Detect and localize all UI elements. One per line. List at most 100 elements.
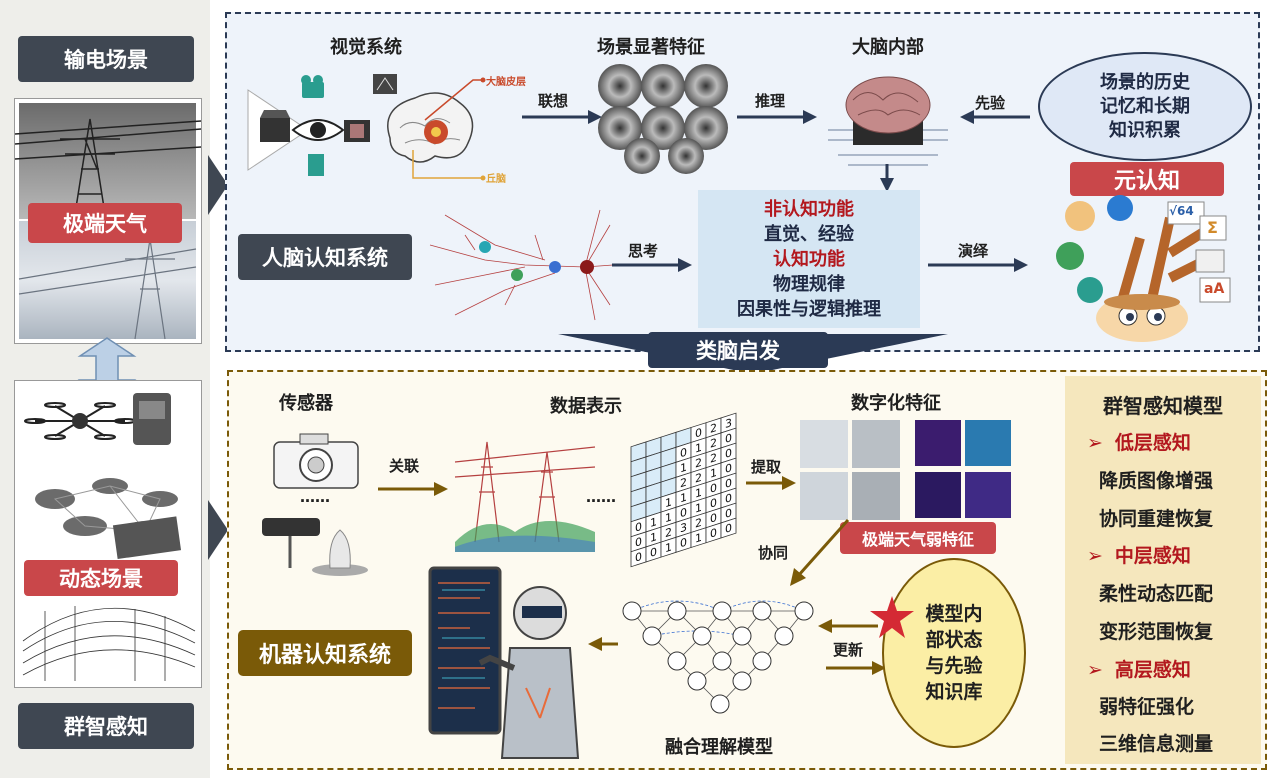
point-cloud-icon: [454, 441, 596, 552]
letters-icon: aA: [1204, 281, 1225, 297]
mid-level-item-1: 柔性动态匹配: [1099, 583, 1214, 605]
matrix-value: 0: [710, 496, 717, 511]
extract-label: 提取: [751, 458, 782, 476]
matrix-value: 1: [665, 495, 672, 510]
model-line-3: 与先验: [925, 655, 983, 677]
brain-inside-title: 大脑内部: [852, 37, 924, 58]
camera-icon: [273, 433, 359, 489]
non-cognitive-function: 非认知功能: [764, 198, 854, 220]
triangle-icon: ➢: [1087, 432, 1103, 454]
film-strip-icon: [344, 120, 370, 142]
sigma-icon: Σ: [1207, 218, 1218, 237]
fusion-model-title: 融合理解模型: [665, 737, 773, 758]
matrix-value: 1: [680, 461, 687, 476]
vision-system-title: 视觉系统: [330, 37, 402, 58]
low-level-label: 低层感知: [1114, 432, 1191, 454]
model-bubble: 模型内 部状态 与先验 知识库: [882, 558, 1026, 748]
cognitive-function: 认知功能: [773, 248, 845, 270]
data-repr-title: 数据表示: [550, 396, 622, 417]
matrix-value: 3: [725, 416, 732, 431]
assoc-arrow: [522, 110, 602, 124]
assoc-label: 联想: [538, 92, 569, 110]
matrix-value: 0: [635, 550, 642, 565]
matrix-value: 0: [725, 491, 732, 506]
feature-maps: [800, 420, 1015, 520]
matrix-value: 0: [725, 521, 732, 536]
matrix-value: 0: [635, 535, 642, 550]
prior-label: 先验: [975, 94, 1006, 112]
physical-laws: 物理规律: [773, 273, 845, 295]
deduce-label: 演绎: [958, 242, 989, 260]
crowd-model-panel: 群智感知模型 ➢低层感知 降质图像增强 协同重建恢复 ➢中层感知 柔性动态匹配 …: [1065, 376, 1261, 764]
meta-cognition-label: 元认知: [1070, 162, 1224, 196]
robot-illustration: [428, 566, 580, 759]
matrix-value: 0: [680, 536, 687, 551]
think-arrow: [612, 258, 692, 272]
mid-level-heading: ➢ 中层感知: [1065, 541, 1278, 568]
deduce-arrow: [928, 258, 1028, 272]
pylon-icon: [14, 118, 202, 215]
cortex-label: 大脑皮层: [486, 77, 526, 88]
matrix-value: 0: [725, 476, 732, 491]
chevron-right-icon: [208, 155, 228, 215]
matrix-value: 1: [680, 491, 687, 506]
fusion-graph: [622, 600, 814, 714]
model-line-1: 模型内: [925, 603, 983, 625]
collab-arrow: [790, 519, 850, 586]
sqrt-icon: √64: [1169, 204, 1194, 218]
data-ellipsis: ……: [586, 488, 616, 506]
matrix-cell: [720, 517, 737, 539]
matrix-value: 2: [710, 436, 717, 451]
mid-level-label: 中层感知: [1114, 545, 1191, 567]
prior-arrow: [960, 110, 1030, 124]
extreme-weather-label: 极端天气: [28, 203, 182, 243]
memory-line-1: 场景的历史: [1100, 71, 1190, 93]
neuron-icon: [429, 209, 614, 321]
matrix-value: 0: [680, 506, 687, 521]
low-level-item-1: 降质图像增强: [1099, 470, 1214, 492]
chevron-right-icon: [208, 500, 228, 560]
matrix-value: 2: [710, 451, 717, 466]
model-line-4: 知识库: [925, 681, 983, 703]
memory-line-3: 知识积累: [1109, 119, 1181, 141]
high-level-heading: ➢高层感知: [1065, 655, 1278, 682]
high-level-label: 高层感知: [1114, 659, 1191, 681]
high-level-item-2: 三维信息测量: [1099, 733, 1214, 755]
triangle-icon: ➢: [1087, 545, 1103, 567]
weak-feature-label: 极端天气弱特征: [840, 522, 996, 554]
matrix-value: 1: [665, 510, 672, 525]
fusion-to-robot-arrow: [588, 637, 618, 651]
matrix-value: 0: [650, 545, 657, 560]
frame-icon: [373, 74, 397, 94]
crowd-model-title: 群智感知模型: [1103, 394, 1223, 418]
scene-features-pattern: [598, 64, 728, 174]
matrix-value: 1: [695, 486, 702, 501]
scene-features-title: 场景显著特征: [597, 37, 705, 58]
update-label: 更新: [833, 641, 864, 659]
function-box: 非认知功能 直觉、经验 认知功能 物理规律 因果性与逻辑推理: [698, 190, 920, 328]
matrix-value: 0: [710, 511, 717, 526]
brain-label-lines: [412, 77, 486, 181]
matrix-value: 0: [725, 461, 732, 476]
brain-icon: [387, 92, 474, 163]
model-line-2: 部状态: [925, 629, 983, 651]
relate-arrow: [378, 482, 448, 496]
drone-icon: [22, 393, 196, 681]
matrix-value: 1: [695, 531, 702, 546]
intuition-experience: 直觉、经验: [764, 223, 854, 245]
matrix-value: 0: [635, 520, 642, 535]
matrix-value: 2: [665, 525, 672, 540]
matrix-value: 2: [695, 456, 702, 471]
matrix-value: 0: [680, 446, 687, 461]
think-label: 思考: [628, 242, 659, 260]
infer-label: 推理: [755, 92, 786, 110]
dynamic-scene-label: 动态场景: [24, 560, 178, 596]
infer-arrow: [737, 110, 817, 124]
matrix-value: 0: [725, 446, 732, 461]
human-system-label: 人脑认知系统: [238, 234, 412, 280]
update-arrow-2: [826, 661, 886, 675]
dynamic-scene-photo: [14, 380, 202, 688]
matrix-value: 1: [650, 515, 657, 530]
machine-system-label: 机器认知系统: [238, 630, 412, 676]
mid-level-item-2: 变形范围恢复: [1099, 621, 1214, 643]
